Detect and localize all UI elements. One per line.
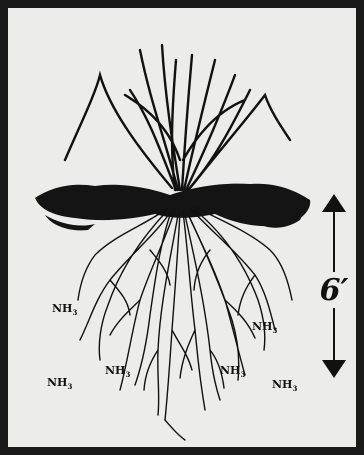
arrow-up-icon [322, 194, 346, 212]
ammonia-label: NH3 [220, 364, 245, 379]
ammonia-label: NH3 [105, 364, 130, 379]
ammonia-labels: NH3 NH3 NH3 NH3 NH3 NH3 [47, 302, 297, 393]
ammonia-label: NH3 [272, 378, 297, 393]
grass-plant [65, 45, 290, 190]
depth-label: 6′ [320, 273, 349, 308]
arrow-down-icon [322, 360, 346, 378]
ammonia-label: NH3 [52, 302, 77, 317]
depth-indicator: 6′ [317, 194, 351, 378]
ammonia-label: NH3 [47, 376, 72, 391]
soil-layer [35, 184, 310, 231]
